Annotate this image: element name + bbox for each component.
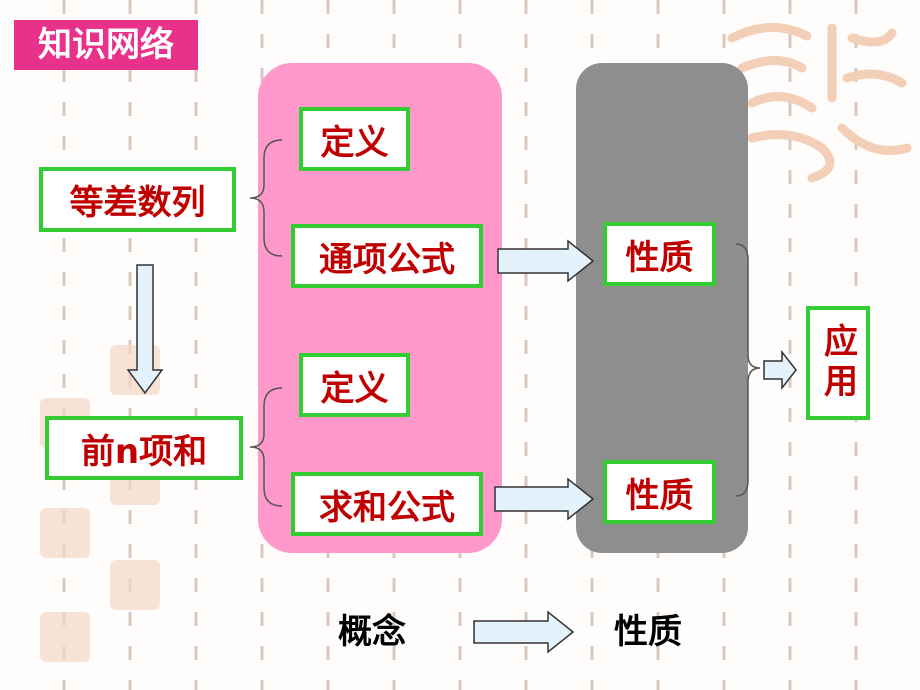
legend-property: 性质 bbox=[614, 612, 682, 652]
application-box: 应用 bbox=[806, 306, 870, 420]
definition-box-bottom: 定义 bbox=[299, 353, 410, 417]
arrow-right-bottom bbox=[494, 477, 595, 521]
property-box-bottom: 性质 bbox=[603, 460, 716, 524]
brace-bottom bbox=[249, 387, 283, 507]
legend-concept: 概念 bbox=[338, 612, 406, 652]
arithmetic-sequence-box: 等差数列 bbox=[39, 167, 236, 232]
decorative-seal-large bbox=[712, 8, 912, 188]
arrow-down bbox=[126, 264, 164, 395]
property-box-top: 性质 bbox=[603, 222, 716, 286]
arrow-right-top bbox=[497, 239, 595, 283]
brace-right bbox=[735, 243, 761, 497]
sum-formula-box: 求和公式 bbox=[291, 472, 483, 536]
brace-top bbox=[249, 139, 283, 257]
arrow-right-apply bbox=[763, 349, 797, 391]
decorative-seal bbox=[110, 560, 160, 610]
general-formula-box: 通项公式 bbox=[291, 224, 483, 288]
arrow-legend bbox=[473, 610, 575, 654]
definition-box-top: 定义 bbox=[299, 107, 410, 171]
decorative-seal bbox=[40, 612, 90, 662]
page-title: 知识网络 bbox=[14, 20, 198, 70]
decorative-seal bbox=[40, 508, 90, 558]
partial-sum-box: 前n项和 bbox=[45, 416, 243, 480]
